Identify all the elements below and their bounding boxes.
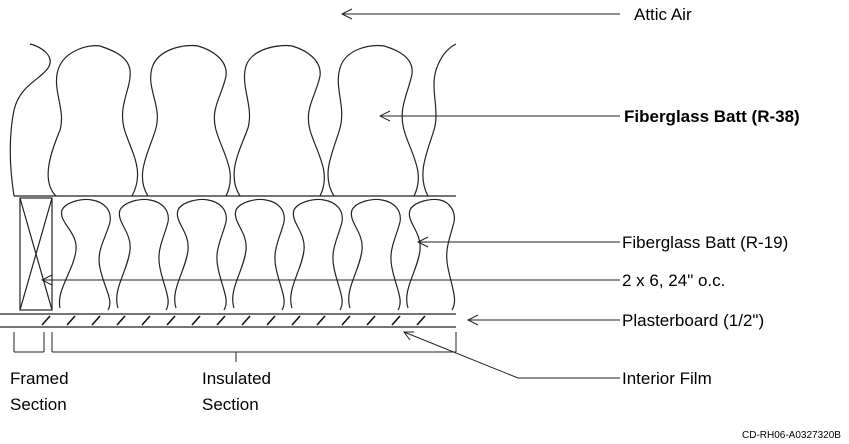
interior-film-label: Interior Film [622, 369, 712, 388]
hatch-mark [66, 315, 76, 326]
figure-id: CD-RH06-A0327320B [742, 430, 841, 441]
attic-air-arrowhead [340, 8, 353, 20]
hatch-mark [416, 315, 426, 326]
framing-member [19, 197, 53, 311]
plasterboard-arrowhead [466, 314, 479, 326]
r38-batt-layer [9, 43, 457, 197]
hatch-mark [116, 315, 126, 326]
leader-lines [13, 8, 620, 379]
framed-section-label-line1: Framed [10, 369, 69, 388]
hatch-mark [216, 315, 226, 326]
hatch-mark [291, 315, 301, 326]
hatch-mark [141, 315, 151, 326]
insulated-section-label-line2: Section [202, 395, 259, 414]
plasterboard [0, 313, 456, 328]
r19-label: Fiberglass Batt (R-19) [622, 233, 788, 252]
plasterboard-hatching [41, 315, 426, 326]
r38-batt-outline [9, 43, 457, 197]
hatch-mark [41, 315, 51, 326]
hatch-mark [191, 315, 201, 326]
hatch-mark [366, 315, 376, 326]
framed-section-label-line2: Section [10, 395, 67, 414]
framing-label: 2 x 6, 24" o.c. [622, 271, 725, 290]
hatch-mark [341, 315, 351, 326]
r38-label: Fiberglass Batt (R-38) [624, 107, 800, 126]
interior-film-arrowhead [403, 331, 414, 341]
r19-batt-layer [58, 198, 456, 311]
plasterboard-label: Plasterboard (1/2") [622, 311, 764, 330]
r19-arrowhead [416, 236, 429, 248]
framing-arrowhead [40, 274, 53, 286]
hatch-mark [241, 315, 251, 326]
hatch-mark [266, 315, 276, 326]
hatch-mark [91, 315, 101, 326]
insulated-section-label-line1: Insulated [202, 369, 271, 388]
interior-film-leader [403, 331, 620, 379]
hatch-mark [166, 315, 176, 326]
r19-batt-outline [58, 198, 456, 311]
r38-arrowhead [378, 110, 391, 122]
hatch-mark [316, 315, 326, 326]
hatch-mark [391, 315, 401, 326]
attic-air-label: Attic Air [634, 5, 692, 24]
